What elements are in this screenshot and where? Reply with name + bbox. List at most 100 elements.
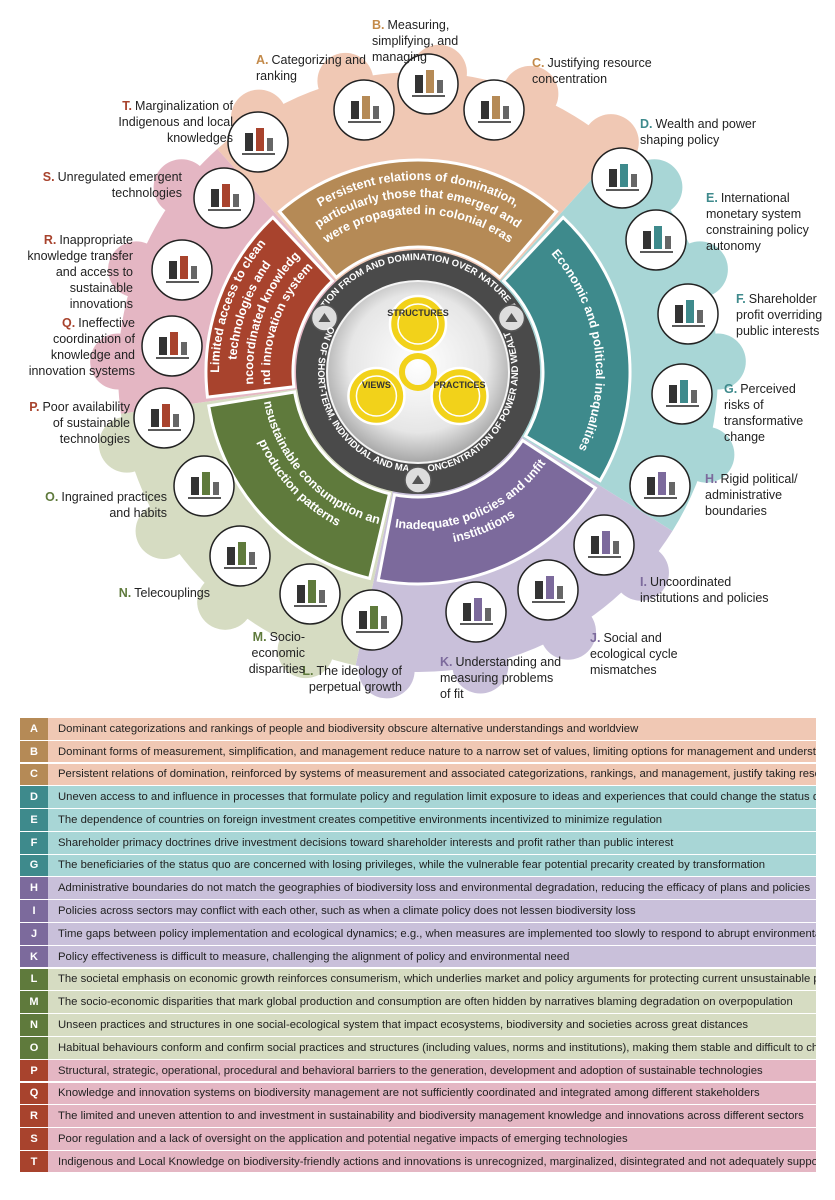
barriers-diagram: Persistent relations of domination,parti… bbox=[90, 44, 746, 699]
boundary-icon bbox=[629, 455, 691, 517]
legend-text: Uneven access to and influence in proces… bbox=[48, 786, 816, 808]
band-economic bbox=[501, 215, 632, 483]
indigenous-icon bbox=[227, 111, 289, 173]
label-p: P.Poor availability of sustainable techn… bbox=[29, 400, 130, 446]
habits-icon bbox=[173, 455, 235, 517]
legend-key: I bbox=[20, 900, 48, 922]
label-d: D.Wealth and power shaping policy bbox=[640, 117, 757, 147]
label-r: R.Inappropriate knowledge transfer and a… bbox=[27, 233, 133, 311]
legend-key: R bbox=[20, 1105, 48, 1127]
legend-text: Dominant categorizations and rankings of… bbox=[48, 718, 816, 740]
legend-key: K bbox=[20, 945, 48, 968]
puzzle-icon bbox=[445, 581, 507, 643]
practices-label: PRACTICES bbox=[434, 380, 486, 390]
legend-text: Structural, strategic, operational, proc… bbox=[48, 1059, 816, 1082]
cycle-icon bbox=[517, 559, 579, 621]
legend-text: Policy effectiveness is difficult to mea… bbox=[48, 945, 816, 968]
legend-key: S bbox=[20, 1128, 48, 1150]
legend-key: D bbox=[20, 786, 48, 808]
gears-icon bbox=[141, 315, 203, 377]
legend-text: The beneficiaries of the status quo are … bbox=[48, 854, 816, 877]
label-g: G.Perceived risks of transformative chan… bbox=[724, 382, 804, 444]
label-l: L.The ideology of perpetual growth bbox=[302, 664, 402, 694]
band-consumption bbox=[207, 390, 392, 581]
legend-key: P bbox=[20, 1059, 48, 1082]
legend-key: B bbox=[20, 740, 48, 763]
legend-text: Persistent relations of domination, rein… bbox=[48, 763, 816, 786]
legend-key: G bbox=[20, 854, 48, 877]
legend-key: Q bbox=[20, 1082, 48, 1105]
institutions-icon bbox=[573, 514, 635, 576]
legend-key: A bbox=[20, 718, 48, 740]
label-t: T.Marginalization of Indigenous and loca… bbox=[118, 99, 233, 145]
legend-text: The socio-economic disparities that mark… bbox=[48, 991, 816, 1013]
legend-text: Indigenous and Local Knowledge on biodiv… bbox=[48, 1150, 816, 1173]
legend-text: Unseen practices and structures in one s… bbox=[48, 1014, 816, 1036]
shareholder-icon bbox=[657, 283, 719, 345]
growth-icon bbox=[341, 589, 403, 651]
measuring-icon bbox=[397, 53, 459, 115]
transfer-icon bbox=[151, 239, 213, 301]
label-n: N.Telecouplings bbox=[118, 586, 210, 600]
label-f: F.Shareholder profit overriding public i… bbox=[736, 292, 823, 338]
band-domination bbox=[277, 158, 559, 280]
scales-icon bbox=[279, 563, 341, 625]
legend-key: T bbox=[20, 1150, 48, 1173]
label-e: E.International monetary system constrai… bbox=[706, 191, 809, 253]
risk-icon bbox=[651, 363, 713, 425]
telecoupling-icon bbox=[209, 525, 271, 587]
legend-key: J bbox=[20, 923, 48, 945]
legend-key: C bbox=[20, 763, 48, 786]
legend-key: N bbox=[20, 1014, 48, 1036]
resource-icon bbox=[463, 79, 525, 141]
legend-text: Habitual behaviours conform and confirm … bbox=[48, 1036, 816, 1059]
legend-text: Administrative boundaries do not match t… bbox=[48, 877, 816, 900]
virus-icon bbox=[193, 167, 255, 229]
label-h: H.Rigid political/ administrative bounda… bbox=[705, 472, 798, 518]
legend-key: E bbox=[20, 809, 48, 831]
legend-text: Time gaps between policy implementation … bbox=[48, 923, 816, 945]
label-j: J.Social and ecological cycle mismatches bbox=[590, 631, 678, 677]
band-technology bbox=[204, 215, 335, 399]
core-circle: STRUCTURES PRACTICES VIEWS bbox=[328, 282, 508, 462]
views-label: VIEWS bbox=[362, 380, 391, 390]
label-o: O.Ingrained practices and habits bbox=[45, 490, 167, 520]
label-c: C.Justifying resource concentration bbox=[532, 56, 652, 86]
structures-label: STRUCTURES bbox=[387, 308, 449, 318]
label-a: A.Categorizing and ranking bbox=[256, 53, 367, 83]
legend-key: F bbox=[20, 831, 48, 854]
legend-text: Policies across sectors may conflict wit… bbox=[48, 900, 816, 922]
label-i: I.Uncoordinated institutions and policie… bbox=[640, 575, 769, 605]
legend-text: The limited and uneven attention to and … bbox=[48, 1105, 816, 1127]
legend-key: M bbox=[20, 991, 48, 1013]
label-k: K.Understanding and measuring problems o… bbox=[440, 655, 562, 701]
wealth-icon bbox=[591, 147, 653, 209]
wind-turbine-icon bbox=[133, 387, 195, 449]
legend-key: O bbox=[20, 1036, 48, 1059]
legend-text: Dominant forms of measurement, simplific… bbox=[48, 740, 816, 763]
legend-text: Shareholder primacy doctrines drive inve… bbox=[48, 831, 816, 854]
label-b: B.Measuring, simplifying, and managing bbox=[372, 18, 459, 64]
legend-key: H bbox=[20, 877, 48, 900]
legend-text: The societal emphasis on economic growth… bbox=[48, 968, 816, 991]
legend-key: L bbox=[20, 968, 48, 991]
legend-text: Knowledge and innovation systems on biod… bbox=[48, 1082, 816, 1105]
